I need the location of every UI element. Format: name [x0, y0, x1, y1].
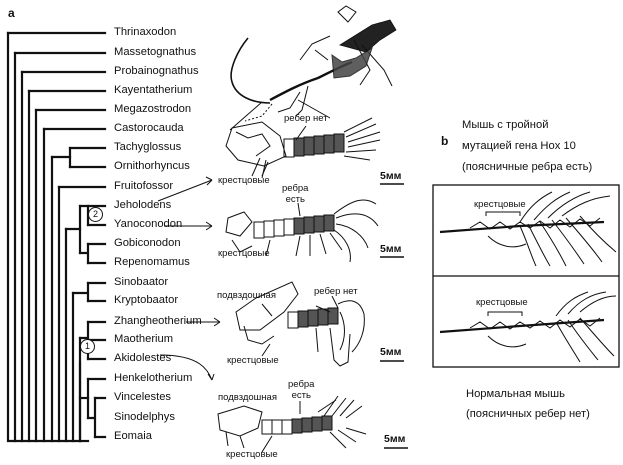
taxon-label: Megazostrodon [114, 103, 192, 115]
fig2-sacral-label: крестцовые [218, 248, 270, 259]
mutant-caption-line3: (поясничные ребра есть) [462, 161, 593, 173]
fig2-scale-label: 5мм [380, 243, 402, 255]
mutant-caption-line2: мутацией гена Hox 10 [462, 140, 576, 152]
taxon-label: Kayentatherium [114, 84, 193, 96]
taxon-label: Gobiconodon [114, 237, 181, 249]
panel-label-b: b [441, 134, 449, 148]
normal-caption-line1: Нормальная мышь [466, 388, 565, 400]
taxon-label: Fruitofossor [114, 180, 174, 192]
fig1-scale-label: 5мм [380, 170, 402, 182]
node-marker-1: 1 [80, 339, 95, 354]
taxon-label: Sinobaator [114, 276, 169, 288]
taxon-label: Akidolestes [114, 352, 172, 364]
taxon-label: Yanoconodon [114, 218, 183, 230]
taxon-label: Henkelotherium [114, 372, 193, 384]
normal-sacral-label: крестцовые [476, 297, 528, 308]
fig4-scale-label: 5мм [384, 433, 406, 445]
fig4-sacral-label: крестцовые [226, 449, 278, 460]
fig1-skeleton [225, 117, 381, 179]
fig2-ribs-present-label: ребра есть [282, 183, 309, 205]
fig3-skeleton [235, 281, 365, 367]
panel-label-a: a [8, 6, 15, 20]
full-skeleton-drawing [230, 5, 397, 122]
fig3-ribs-absent-label: ребер нет [314, 286, 358, 297]
taxon-label: Maotherium [114, 333, 174, 345]
mutant-sacral-label: крестцовые [474, 199, 526, 210]
fig4-ilium-label: подвздошная [218, 392, 277, 403]
fig2-skeleton [225, 199, 379, 263]
taxon-label: Repenomamus [114, 256, 190, 268]
node-marker-2: 2 [88, 207, 103, 222]
taxon-label: Massetognathus [114, 46, 197, 58]
fig3-ilium-label: подвздошная [217, 290, 276, 301]
taxon-label: Thrinaxodon [114, 26, 177, 38]
normal-caption-line2: (поясничных ребер нет) [466, 408, 590, 420]
taxon-label: Zhangheotherium [114, 315, 202, 327]
taxon-label: Vincelestes [114, 391, 172, 403]
fig3-sacral-label: крестцовые [227, 355, 279, 366]
fig1-sacral-label: крестцовые [218, 175, 270, 186]
fig1-ribs-absent-label: ребер нет [284, 113, 328, 124]
taxon-label: Castorocauda [114, 122, 184, 134]
taxon-label: Ornithorhyncus [114, 160, 190, 172]
taxon-label: Probainognathus [114, 65, 199, 77]
fig3-scale-label: 5мм [380, 346, 402, 358]
mutant-caption-line1: Мышь с тройной [462, 119, 549, 131]
fig4-ribs-present-label: ребра есть [288, 379, 315, 401]
taxon-label: Sinodelphys [114, 411, 175, 423]
taxon-label: Eomaia [114, 430, 152, 442]
fig4-skeleton [217, 395, 367, 449]
taxon-label: Tachyglossus [114, 141, 182, 153]
taxon-label: Jeholodens [114, 199, 172, 211]
taxon-label: Kryptobaator [114, 294, 179, 306]
